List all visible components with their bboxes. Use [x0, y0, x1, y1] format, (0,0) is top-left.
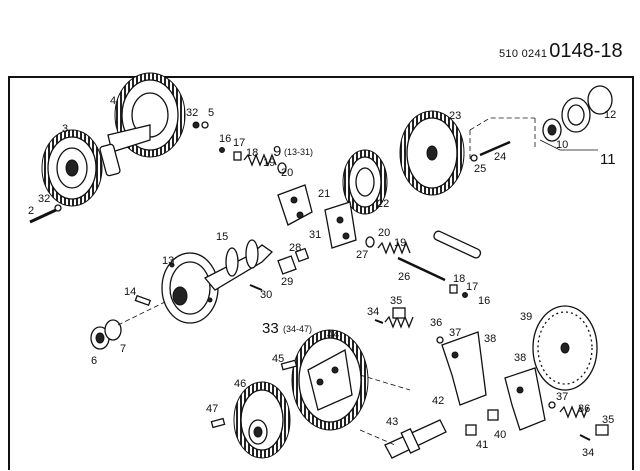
bolt-2	[29, 204, 62, 224]
callout-35-lower: 35	[602, 414, 614, 426]
callout-9: 9	[273, 143, 281, 160]
callout-30: 30	[260, 289, 272, 301]
callout-31: 31	[309, 229, 321, 241]
callout-2: 2	[28, 205, 34, 217]
callout-15: 15	[216, 231, 228, 243]
callout-14: 14	[124, 286, 136, 298]
small-parts-40-41	[465, 409, 499, 436]
callout-23: 23	[449, 110, 461, 122]
washer-32-5	[192, 121, 209, 129]
callout-18-lower: 18	[453, 273, 465, 285]
callout-5: 5	[208, 107, 214, 119]
callout-6: 6	[91, 355, 97, 367]
callout-3: 3	[62, 123, 68, 135]
callout-33: 33	[262, 320, 279, 337]
callout-16-lower: 16	[478, 295, 490, 307]
callout-9-range: (13-31)	[284, 147, 313, 157]
spring-19-lower	[365, 236, 468, 298]
callout-33-range: (34-47)	[283, 324, 312, 334]
callout-29: 29	[281, 276, 293, 288]
callout-16-upper: 16	[219, 133, 231, 145]
callout-46: 46	[234, 378, 246, 390]
bolt-24	[470, 140, 511, 162]
callout-20-upper: 20	[281, 167, 293, 179]
cover-39	[532, 305, 598, 391]
document-number-main: 0148-18	[549, 40, 623, 62]
callout-36-upper: 36	[430, 317, 442, 329]
spring-36-upper	[374, 307, 444, 344]
callout-35-upper: 35	[390, 295, 402, 307]
callout-38-upper: 38	[484, 333, 496, 345]
callout-10: 10	[556, 139, 568, 151]
callout-32-upper: 32	[186, 107, 198, 119]
callout-24: 24	[494, 151, 506, 163]
gear-46	[233, 381, 291, 459]
bolt-45	[280, 359, 298, 371]
callout-17-upper: 17	[233, 137, 245, 149]
callout-32-lower: 32	[38, 193, 50, 205]
callout-21: 21	[318, 188, 330, 200]
callout-labels: 3 4 32 5 32 2 16 17 18 19 20 9 (13-31) 2…	[28, 95, 616, 459]
callout-42: 42	[432, 395, 444, 407]
callout-44: 44	[327, 329, 339, 341]
callout-7: 7	[120, 343, 126, 355]
callout-34-lower: 34	[582, 447, 594, 459]
callout-40: 40	[494, 429, 506, 441]
callout-11: 11	[600, 151, 616, 168]
shaft-42-43	[359, 374, 447, 459]
callout-4: 4	[110, 95, 116, 107]
callout-36-lower: 36	[578, 403, 590, 415]
callout-38-lower: 38	[514, 352, 526, 364]
diagram-frame	[8, 76, 634, 470]
callout-45: 45	[272, 353, 284, 365]
callout-47: 47	[206, 403, 218, 415]
callout-22: 22	[377, 198, 389, 210]
callout-19-lower: 19	[394, 237, 406, 249]
bolt-47	[210, 417, 226, 429]
gear-4	[99, 72, 186, 177]
gear-3	[41, 129, 103, 207]
pin-14	[134, 294, 152, 307]
document-number-prefix: 510 0241	[499, 48, 548, 60]
callout-26: 26	[398, 271, 410, 283]
callout-18-upper: 18	[246, 147, 258, 159]
block-38-upper	[441, 331, 487, 406]
spring-19-upper	[219, 147, 287, 174]
callout-17-lower: 17	[466, 281, 478, 293]
callout-25: 25	[474, 163, 486, 175]
bearing-6-7	[90, 301, 166, 350]
callout-20-lower: 20	[378, 227, 390, 239]
coupling-21	[277, 184, 357, 249]
callout-12: 12	[604, 109, 616, 121]
bearing-assembly-11	[469, 85, 613, 160]
shaft-15	[203, 239, 274, 291]
spring-36-lower	[548, 401, 609, 441]
block-38-lower	[504, 367, 546, 431]
callout-34-upper: 34	[367, 306, 379, 318]
callout-37-upper: 37	[449, 327, 461, 339]
callout-37-lower: 37	[556, 391, 568, 403]
rod-26	[397, 230, 482, 282]
callout-27: 27	[356, 249, 368, 261]
callout-43: 43	[386, 416, 398, 428]
callout-28: 28	[289, 242, 301, 254]
sleeve-29	[249, 247, 310, 291]
callout-41: 41	[476, 439, 488, 451]
hub-13	[161, 252, 219, 324]
callout-13: 13	[162, 255, 174, 267]
callout-19-upper: 19	[263, 157, 275, 169]
gear-22	[342, 149, 388, 215]
gear-44	[291, 329, 369, 431]
gear-23	[399, 110, 465, 196]
callout-39: 39	[520, 311, 532, 323]
